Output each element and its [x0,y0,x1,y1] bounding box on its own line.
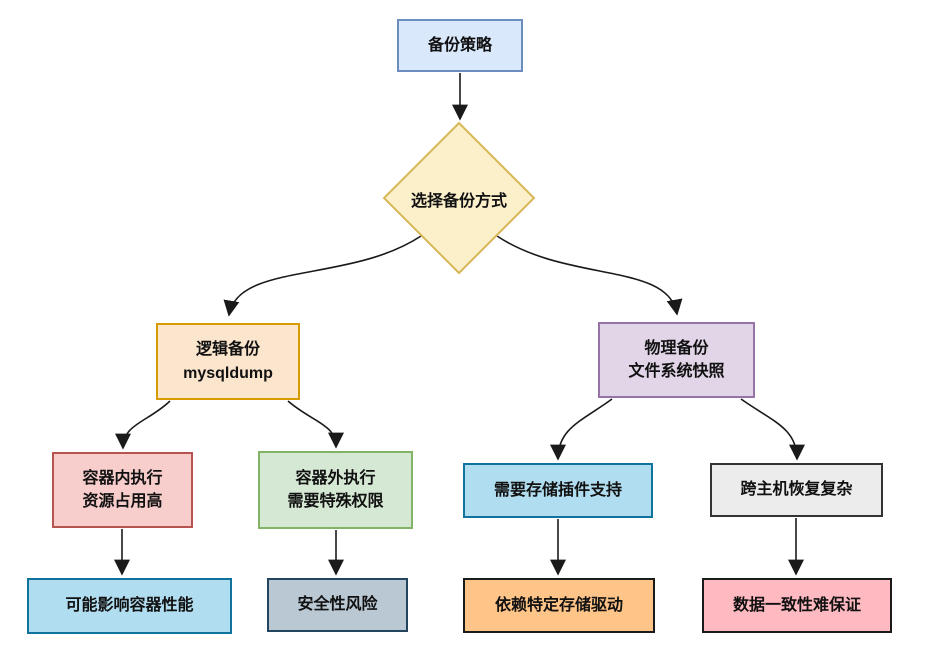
node-container-performance: 可能影响容器性能 [27,578,232,634]
edge-physical-to-cross-host [740,398,805,461]
node-out-container-exec: 容器外执行 需要特殊权限 [258,451,413,529]
edge-choose-to-logical [223,235,422,317]
node-storage-driver-label: 依赖特定存储驱动 [494,596,623,614]
edge-logical-to-out-container [287,400,344,449]
edge-physical-to-storage-plugin [550,398,613,461]
node-logical-backup: 逻辑备份 mysqldump [156,323,300,400]
node-data-consistency-label: 数据一致性难保证 [732,596,861,614]
node-choose-method-label: 选择备份方式 [410,193,507,210]
node-physical-backup-line2: 文件系统快照 [628,363,725,380]
node-storage-plugin-label: 需要存储插件支持 [493,481,622,499]
node-security-risk-label: 安全性风险 [297,596,378,614]
node-backup-strategy: 备份策略 [397,19,523,72]
edge-logical-to-in-container [115,400,171,450]
node-in-container-line2: 资源占用高 [82,493,163,510]
node-cross-host-recovery: 跨主机恢复复杂 [710,463,883,517]
node-in-container-line1: 容器内执行 [82,469,163,487]
node-storage-driver: 依赖特定存储驱动 [463,578,655,633]
node-data-consistency: 数据一致性难保证 [702,578,892,633]
node-in-container-exec: 容器内执行 资源占用高 [52,452,193,528]
node-container-perf-label: 可能影响容器性能 [65,597,194,615]
edge-choose-to-physical [496,235,683,316]
node-backup-strategy-label: 备份策略 [427,36,492,54]
node-out-container-line1: 容器外执行 [295,469,376,487]
node-physical-backup: 物理备份 文件系统快照 [598,322,755,398]
node-physical-backup-line1: 物理备份 [644,339,709,357]
node-security-risk: 安全性风险 [267,578,408,632]
node-storage-plugin: 需要存储插件支持 [463,463,653,518]
node-choose-method: 选择备份方式 [389,187,529,211]
node-out-container-line2: 需要特殊权限 [287,493,384,510]
node-logical-backup-line1: 逻辑备份 [195,341,260,359]
node-cross-host-label: 跨主机恢复复杂 [740,481,853,499]
node-logical-backup-line2: mysqldump [183,364,273,382]
